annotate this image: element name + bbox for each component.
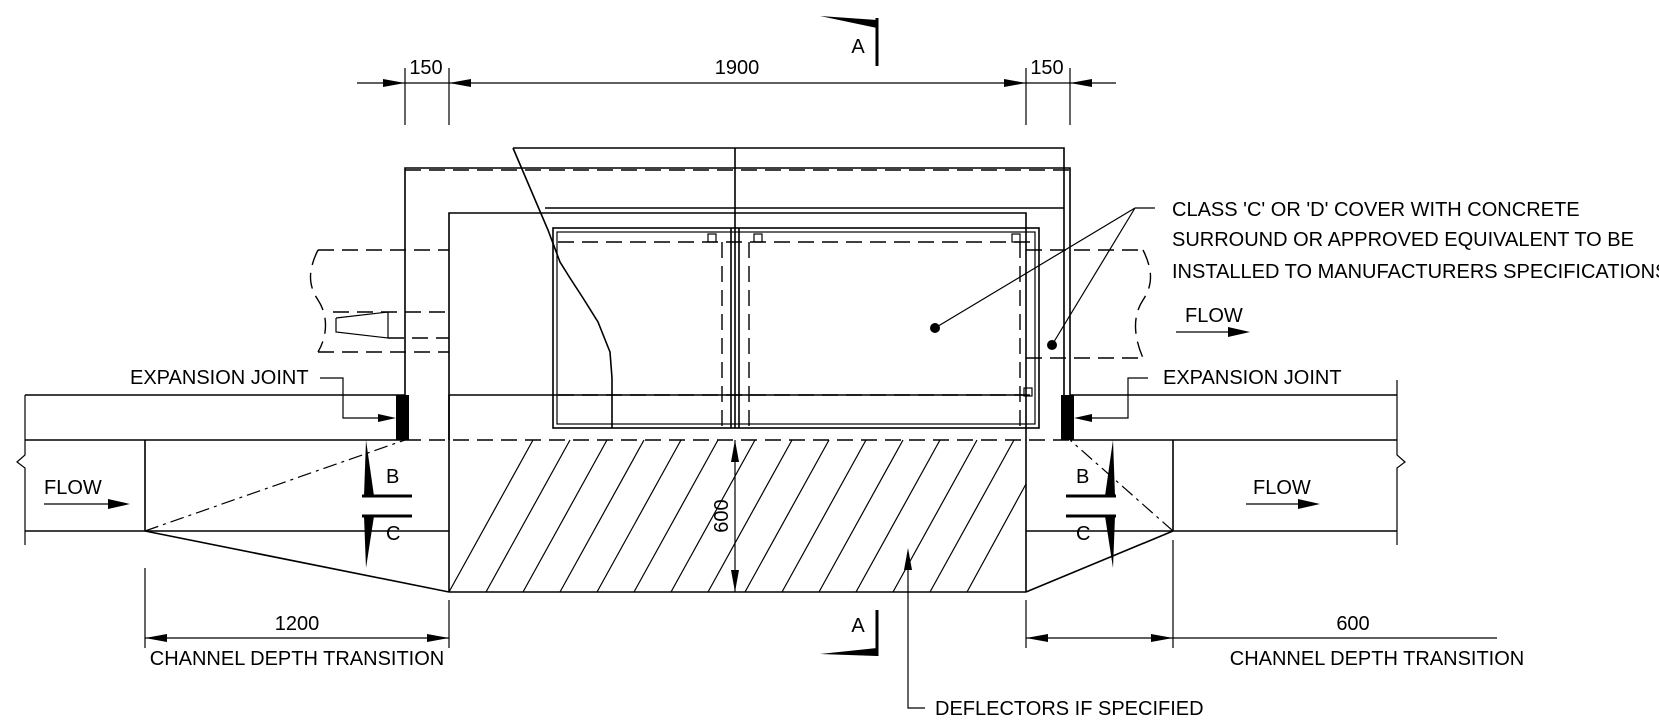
flow-arrows [44, 327, 1320, 509]
section-label-a-top: A [851, 36, 865, 58]
dim-bottom-right-600: 600 [1336, 613, 1369, 635]
chamber-walls [404, 167, 1071, 440]
section-label-a-bottom: A [851, 615, 865, 637]
expansion-joint-right-symbol [1061, 377, 1148, 440]
dim-top-right-150: 150 [1030, 57, 1063, 79]
expansion-joint-right-label: EXPANSION JOINT [1163, 367, 1342, 389]
section-label-c-right: C [1076, 523, 1090, 545]
cover-note-leaders [930, 207, 1155, 350]
flow-label-top-right: FLOW [1185, 305, 1243, 327]
section-label-c-left: C [386, 523, 400, 545]
expansion-joint-left-label: EXPANSION JOINT [130, 367, 309, 389]
dashed-pipes [309, 249, 1152, 359]
channel-transition-right-label: CHANNEL DEPTH TRANSITION [1230, 648, 1524, 670]
section-markers-bc-right [1066, 440, 1116, 568]
dim-top-left-150: 150 [409, 57, 442, 79]
cover-frame [512, 147, 1065, 429]
depth-dimension [731, 440, 739, 592]
bottom-dimensions [144, 540, 1497, 648]
deflectors-leader [904, 548, 925, 709]
channel-transition-left-label: CHANNEL DEPTH TRANSITION [150, 648, 444, 670]
deflectors-label: DEFLECTORS IF SPECIFIED [935, 698, 1204, 720]
cover-note-line-1: CLASS 'C' OR 'D' COVER WITH CONCRETE [1172, 199, 1580, 221]
section-marker-a-top [820, 16, 879, 66]
cover-note-line-2: SURROUND OR APPROVED EQUIVALENT TO BE [1172, 229, 1634, 251]
expansion-joint-left-symbol [320, 377, 409, 440]
dim-depth-600: 600 [711, 499, 733, 532]
dim-top-1900: 1900 [715, 57, 760, 79]
top-dimensions [357, 68, 1116, 125]
section-label-b-right: B [1076, 466, 1089, 488]
dim-bottom-left-1200: 1200 [275, 613, 320, 635]
section-label-b-left: B [386, 466, 399, 488]
section-markers-bc-left [362, 440, 412, 568]
section-marker-a-bottom [820, 610, 879, 656]
flow-label-left: FLOW [44, 477, 102, 499]
hatched-sump [448, 439, 1027, 593]
channel [16, 380, 1406, 593]
flow-label-right: FLOW [1253, 477, 1311, 499]
cover-note-line-3: INSTALLED TO MANUFACTURERS SPECIFICATION… [1172, 261, 1659, 283]
